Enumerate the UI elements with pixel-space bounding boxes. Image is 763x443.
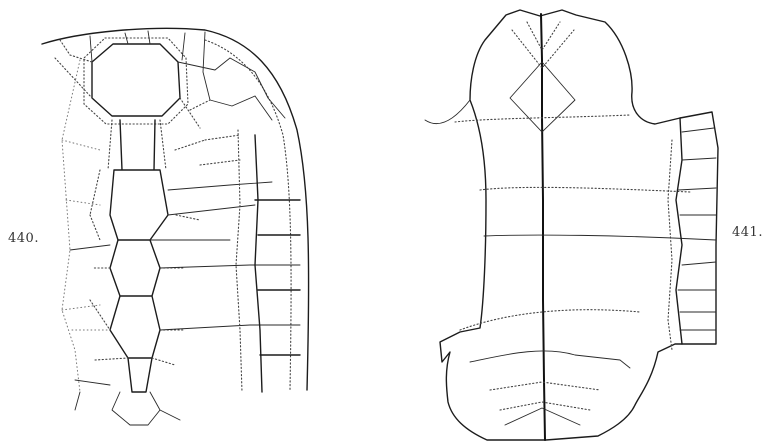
bridge-inner-edge (676, 118, 682, 344)
anal-seam-upper (470, 351, 630, 368)
bridge-dotted-edge (668, 140, 672, 350)
bottom-plates (75, 380, 180, 425)
bridge-plate-divisions (678, 128, 716, 330)
vertebral-column-solid (110, 120, 168, 392)
figure-number-441: 441. (732, 225, 763, 240)
nuchal-plate (92, 44, 180, 116)
figure-number-440: 440. (8, 231, 39, 246)
figure-441-plastron-drawing (425, 10, 718, 440)
carapace-inner-rim (205, 40, 291, 390)
left-dotted-margin (62, 60, 110, 392)
plastron-upper-left-lip (425, 100, 470, 124)
plastron-midline (541, 14, 545, 440)
lateral-column (255, 135, 300, 392)
costal-divisions (70, 182, 300, 330)
lateral-column-dotted (175, 130, 242, 392)
pectoral-seam (480, 187, 690, 192)
figure-440-carapace-drawing (42, 28, 309, 425)
nuchal-plate-outline (84, 38, 188, 124)
plastron-outline (440, 10, 718, 440)
femoral-seam (460, 310, 640, 330)
anal-notch (505, 408, 580, 425)
carapace-outer-rim (42, 28, 309, 390)
gular-lines (512, 22, 574, 68)
